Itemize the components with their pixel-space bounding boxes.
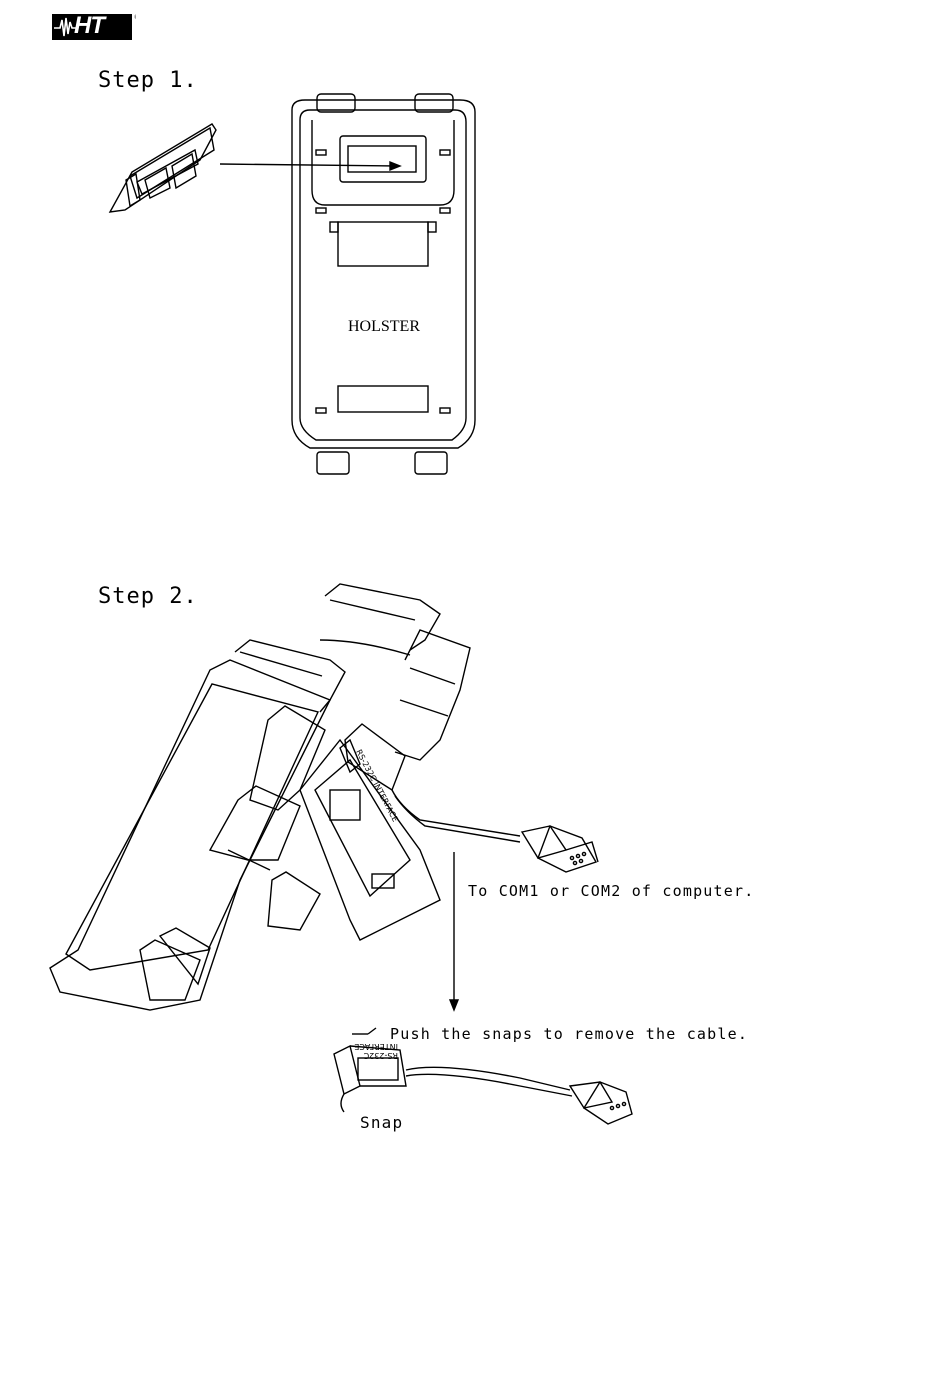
- ht-logo: ® HT: [52, 12, 136, 42]
- db9-plug-top: [522, 826, 598, 872]
- snap-label: Snap: [360, 1113, 403, 1132]
- push-snaps-note: Push the snaps to remove the cable.: [390, 1025, 748, 1043]
- connector-label-bottom: RS-232C INTERFACE: [358, 1042, 398, 1060]
- logo-text: HT: [74, 12, 104, 40]
- connector-piece: [110, 124, 216, 212]
- holster-label: HOLSTER: [348, 318, 420, 336]
- meter-in-holster: [50, 584, 470, 1010]
- attached-connector: [340, 724, 520, 842]
- registered-mark: ®: [134, 14, 136, 21]
- step1-illustration: [100, 85, 520, 485]
- down-arrow: [450, 852, 458, 1010]
- step2-illustration: [40, 580, 650, 1140]
- db9-plug-bottom: [570, 1082, 632, 1124]
- to-computer-note: To COM1 or COM2 of computer.: [468, 882, 754, 900]
- insert-arrow: [220, 162, 400, 170]
- holster-back: [292, 94, 475, 474]
